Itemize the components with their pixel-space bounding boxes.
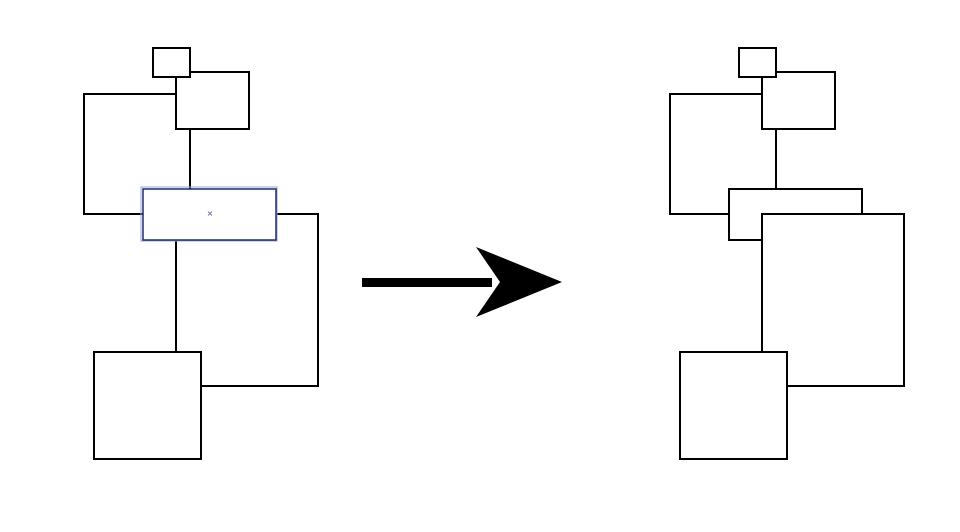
before-diagram: ×: [83, 47, 319, 460]
after-box-bottom-square[interactable]: [679, 351, 788, 460]
after-box-small-top[interactable]: [738, 47, 777, 78]
arrow-head: [476, 247, 562, 317]
before-box-top-right[interactable]: [175, 71, 250, 130]
before-box-small-top[interactable]: [152, 47, 191, 78]
after-diagram: [669, 47, 905, 460]
after-box-top-right[interactable]: [761, 71, 836, 130]
before-box-bottom-square[interactable]: [93, 351, 202, 460]
arrow-right-icon: [362, 247, 562, 317]
selection-center-marker: ×: [207, 209, 214, 218]
arrow-shaft: [362, 278, 492, 287]
selection-outline: [140, 186, 278, 242]
before-box-selected-body[interactable]: [142, 188, 277, 241]
before-box-selected[interactable]: ×: [140, 186, 278, 242]
